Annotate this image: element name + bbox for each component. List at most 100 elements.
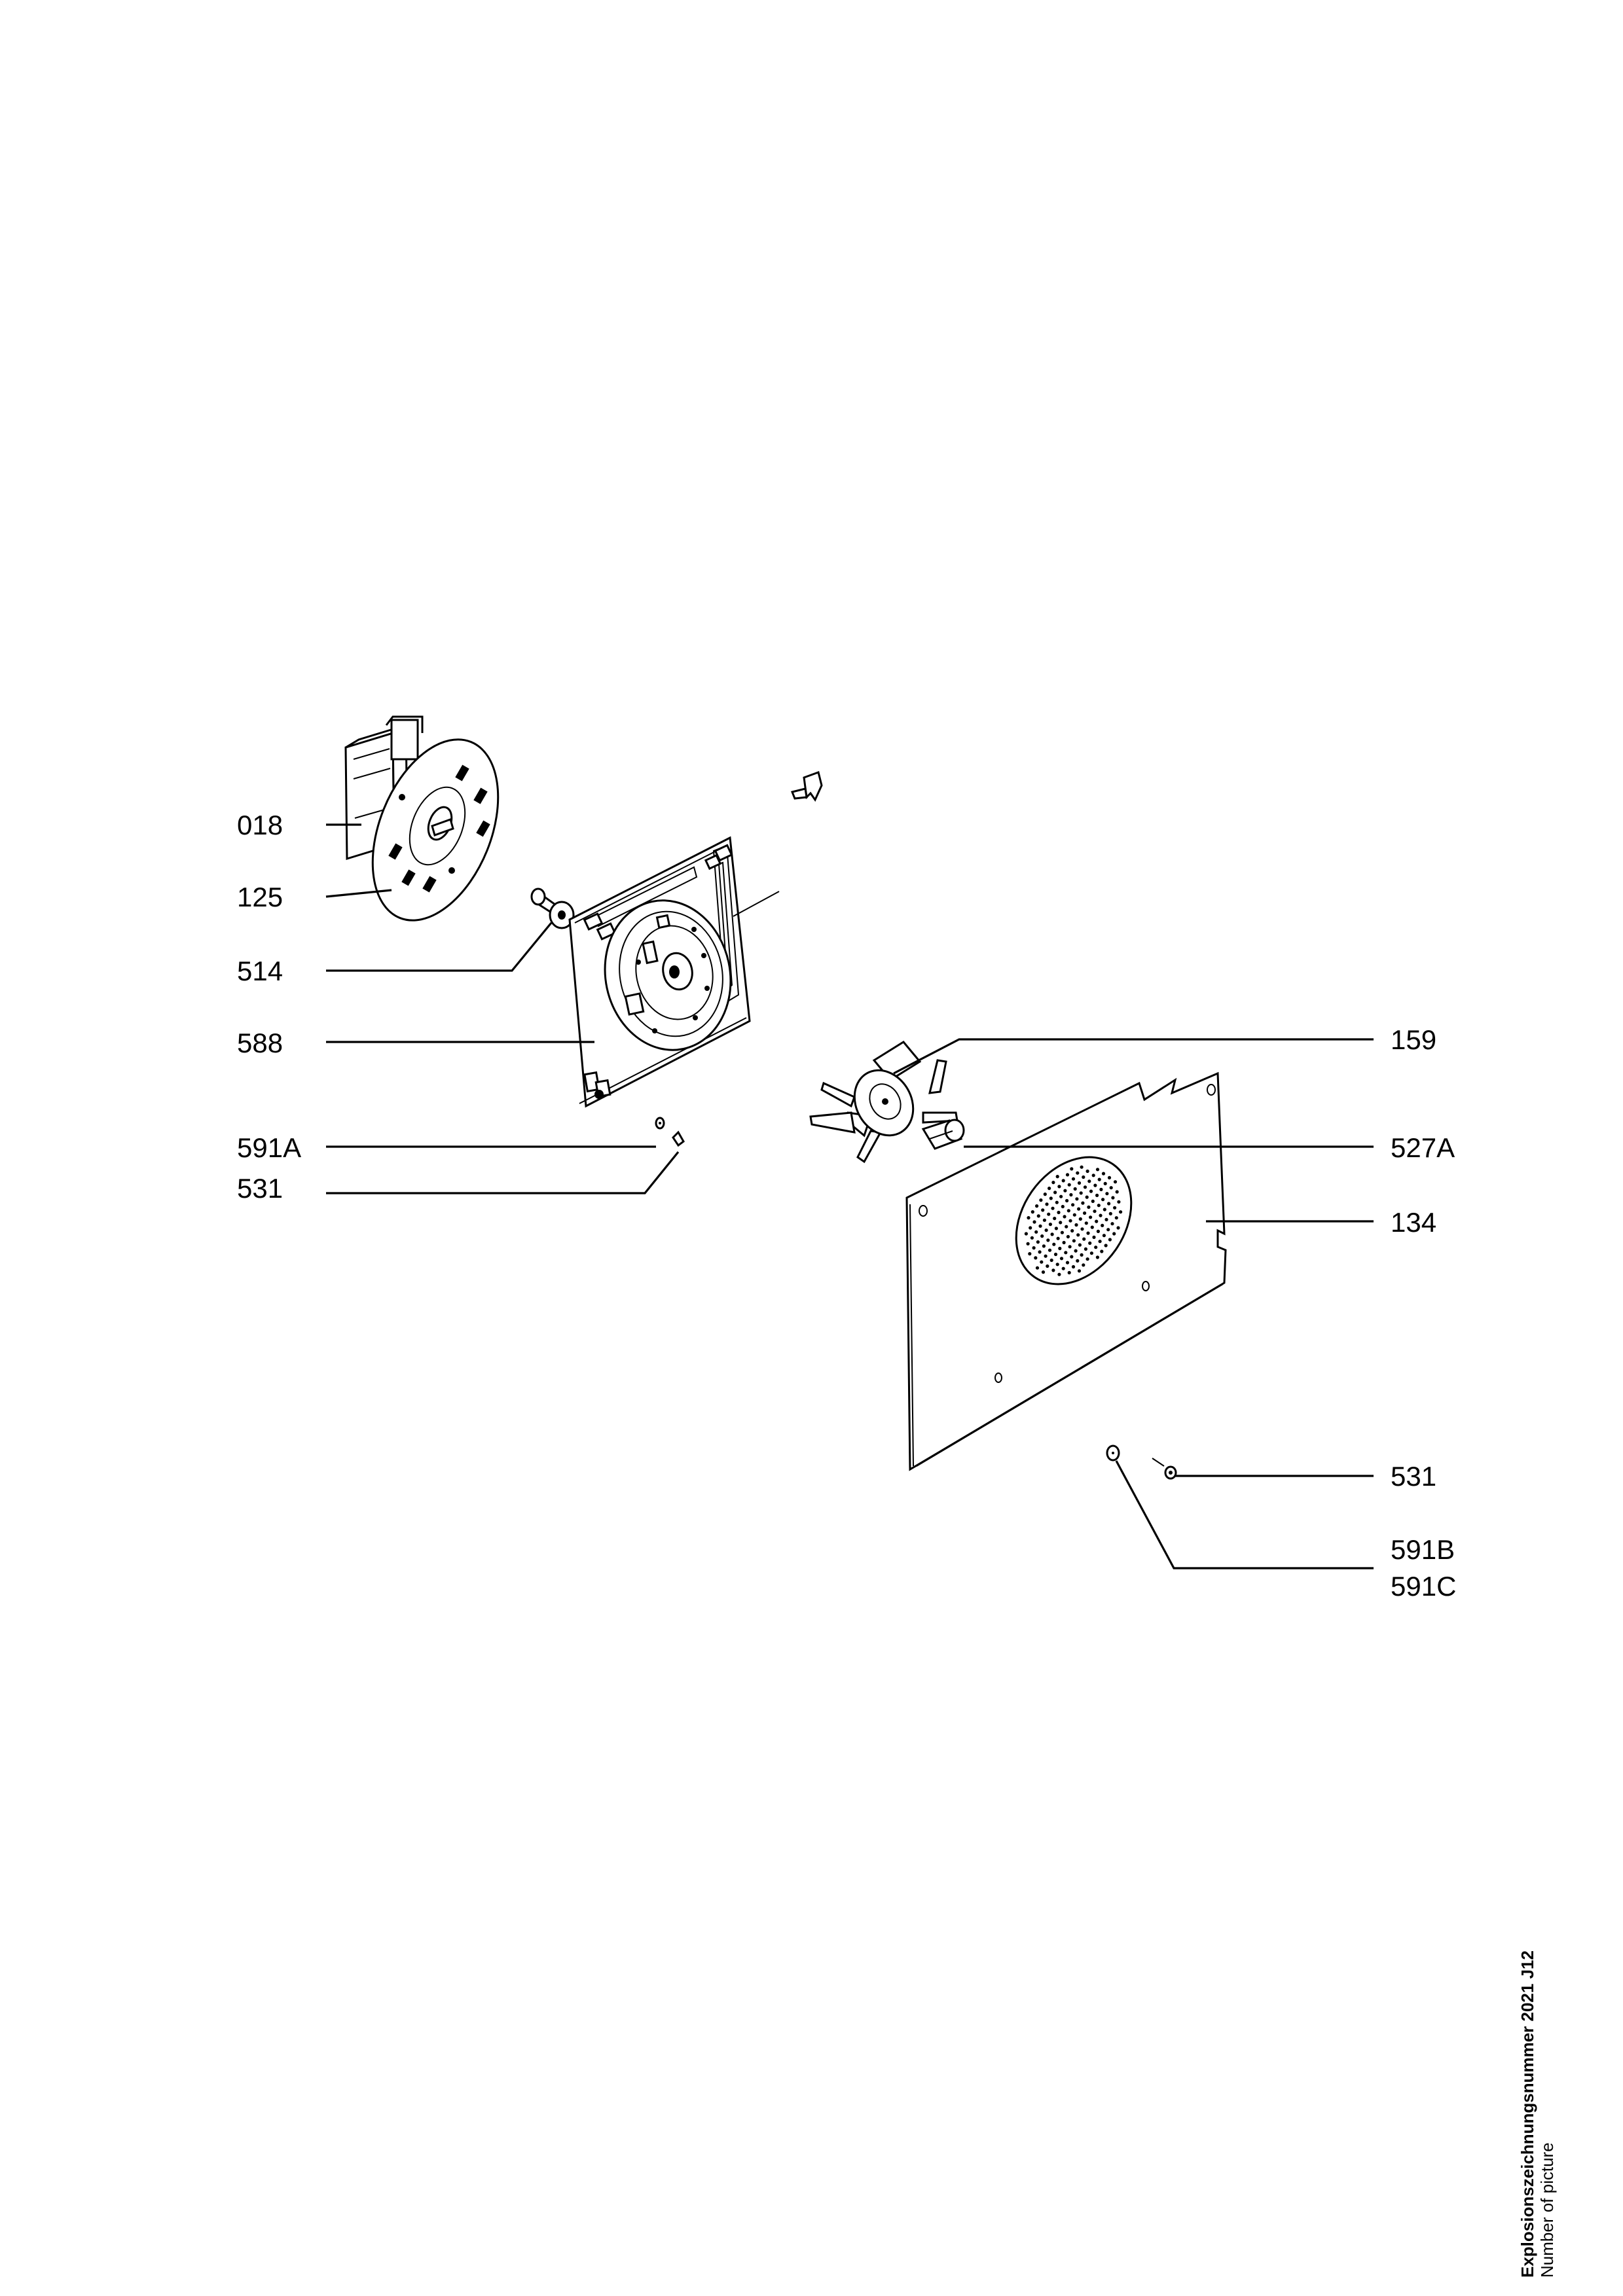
grille-hole <box>1029 1226 1032 1230</box>
grille-hole <box>1072 1239 1076 1243</box>
grille-hole <box>1110 1222 1114 1226</box>
grille-hole <box>1070 1229 1074 1233</box>
grille-hole <box>1034 1256 1038 1260</box>
grille-hole <box>1080 1253 1084 1257</box>
grille-hole <box>1042 1218 1046 1222</box>
grille-hole <box>1068 1219 1072 1223</box>
grille-hole <box>1051 1181 1055 1185</box>
grille-hole <box>1094 1246 1098 1249</box>
grille-hole <box>1069 1193 1073 1197</box>
grille-hole <box>1085 1169 1089 1174</box>
grille-hole <box>1032 1220 1036 1224</box>
grille-hole <box>1082 1175 1085 1179</box>
grille-hole <box>1070 1167 1074 1171</box>
grille-hole <box>1108 1238 1112 1242</box>
grille-hole <box>1098 1240 1102 1244</box>
grille-hole <box>1079 1191 1083 1195</box>
grille-hole <box>1095 1255 1099 1259</box>
grille-hole <box>1048 1187 1051 1191</box>
grille-hole <box>1030 1210 1034 1214</box>
grille-hole <box>1111 1196 1115 1200</box>
grille-hole <box>1090 1225 1094 1229</box>
grille-hole <box>1078 1217 1082 1221</box>
plate-part-588 <box>568 836 780 1108</box>
grille-hole <box>1035 1204 1039 1208</box>
grille-hole <box>1099 1213 1103 1217</box>
grille-hole <box>1101 1198 1105 1202</box>
grille-hole <box>1085 1257 1089 1261</box>
grille-hole <box>1086 1231 1090 1235</box>
grille-hole <box>1093 1210 1097 1213</box>
grille-hole <box>1087 1179 1091 1183</box>
grille-hole <box>1077 1207 1081 1211</box>
drawing-number-subtitle: Number of picture <box>1537 2142 1557 2278</box>
grille-hole <box>1103 1208 1106 1211</box>
grille-hole <box>1040 1234 1044 1238</box>
grille-hole <box>1089 1251 1093 1255</box>
grille-hole <box>1084 1221 1088 1225</box>
grille-hole <box>1071 1203 1075 1207</box>
grille-hole <box>1102 1234 1106 1238</box>
grille-hole <box>1045 1202 1049 1206</box>
grille-hole <box>1091 1174 1095 1177</box>
grille-hole <box>1044 1229 1048 1232</box>
callout-531-right: 531 <box>1391 1461 1436 1492</box>
grille-hole <box>1103 1181 1107 1185</box>
grille-hole <box>1051 1206 1055 1210</box>
grille-hole <box>1097 1204 1101 1208</box>
grille-hole <box>1055 1175 1059 1179</box>
grille-hole <box>1028 1252 1032 1256</box>
clip-part-531-right <box>1152 1458 1177 1480</box>
grille-hole <box>1059 1221 1063 1225</box>
grille-hole <box>1101 1223 1104 1227</box>
grille-hole <box>1034 1230 1038 1234</box>
grille-hole <box>1080 1227 1084 1231</box>
grille-hole <box>1036 1240 1040 1244</box>
grille-hole <box>1066 1234 1070 1239</box>
grille-hole <box>1062 1240 1066 1245</box>
grille-hole <box>1100 1249 1104 1253</box>
flange-part-125 <box>371 738 500 922</box>
grille-hole <box>1089 1215 1093 1219</box>
fan-part-159 <box>809 1041 958 1164</box>
grille-hole <box>1060 1230 1064 1234</box>
grille-hole <box>1092 1235 1096 1239</box>
grille-hole <box>1046 1264 1049 1268</box>
panel-part-134 <box>905 1071 1227 1471</box>
grille-hole <box>1059 1194 1063 1198</box>
grille-hole <box>1065 1261 1070 1265</box>
grille-hole <box>1057 1210 1061 1215</box>
grille-hole <box>1024 1232 1028 1236</box>
grille-hole <box>1081 1201 1085 1205</box>
grille-hole <box>1107 1202 1111 1206</box>
grille-hole <box>1071 1265 1076 1269</box>
grille-hole <box>1065 1225 1068 1229</box>
grille-hole <box>1043 1193 1047 1196</box>
grille-hole <box>1040 1260 1044 1264</box>
drawing-number-title: Explosionszeichnungsnummer 2021 J12 <box>1518 1950 1537 2278</box>
grille-hole <box>1068 1245 1072 1249</box>
grille-hole <box>1048 1248 1052 1252</box>
grille-hole <box>1049 1196 1053 1200</box>
grille-hole <box>1095 1219 1099 1223</box>
callout-134: 134 <box>1391 1207 1436 1238</box>
grille-hole <box>1070 1255 1074 1259</box>
grille-hole <box>1054 1227 1058 1230</box>
grille-hole <box>1036 1214 1040 1218</box>
grille-hole <box>1063 1189 1067 1193</box>
grille-hole <box>1116 1226 1120 1230</box>
grille-hole <box>1080 1165 1084 1169</box>
grille-hole <box>1083 1185 1087 1189</box>
grille-hole <box>1108 1211 1112 1215</box>
grille-hole <box>1072 1213 1076 1217</box>
clip-part <box>790 771 823 802</box>
grille-hole <box>1074 1223 1078 1227</box>
grille-hole <box>1082 1237 1086 1241</box>
grille-hole <box>1101 1172 1106 1175</box>
grille-hole <box>1057 1185 1061 1189</box>
grille-hole <box>1027 1216 1030 1220</box>
callout-125: 125 <box>237 882 283 912</box>
grille-hole <box>1067 1209 1070 1213</box>
screw-part-591a <box>655 1117 665 1130</box>
grille-hole <box>1073 1187 1077 1191</box>
